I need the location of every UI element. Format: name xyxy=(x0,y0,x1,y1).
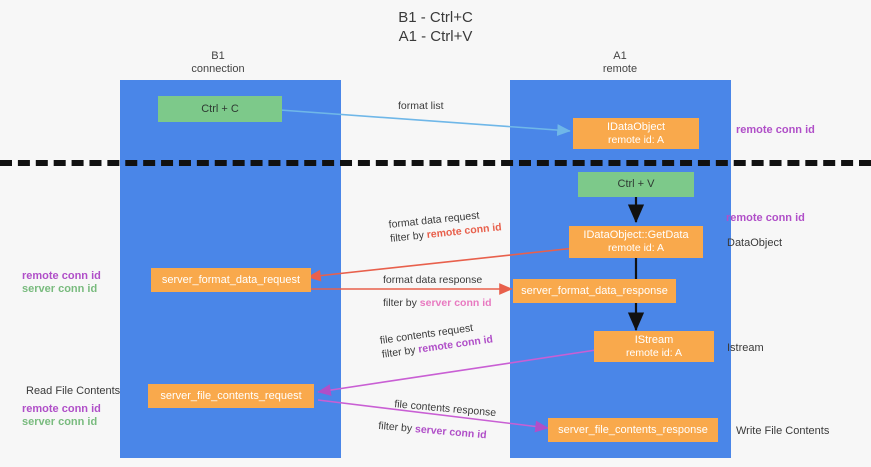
label-fcres-key: server conn id xyxy=(414,423,488,442)
box-ctrl-c[interactable]: Ctrl + C xyxy=(158,96,282,122)
box-server-format-data-request-label: server_format_data_request xyxy=(161,273,301,286)
label-fdr-prefix: filter by xyxy=(389,229,428,245)
lane-a1-name: A1 xyxy=(613,50,627,62)
box-getdata[interactable]: IDataObject::GetData remote id: A xyxy=(569,226,703,258)
label-fcr-prefix: filter by xyxy=(381,343,420,361)
box-server-file-contents-response[interactable]: server_file_contents_response xyxy=(548,418,718,442)
box-server-file-contents-response-label: server_file_contents_response xyxy=(558,423,708,436)
label-format-data-response-line2: filter by server conn id xyxy=(383,296,492,310)
label-file-contents-response-line2: filter by server conn id xyxy=(378,419,495,443)
label-file-contents-response: file contents response filter by server … xyxy=(378,396,497,443)
note-left-server-conn: server conn id xyxy=(22,283,98,295)
label-format-data-request: format data request filter by remote con… xyxy=(388,206,502,246)
note-left-server-conn-2: server conn id xyxy=(22,416,98,428)
lane-header-b1: B1 connection xyxy=(148,50,288,76)
box-server-file-contents-request[interactable]: server_file_contents_request xyxy=(148,384,314,408)
lane-header-a1: A1 remote xyxy=(550,50,690,76)
note-left-read-file-contents: Read File Contents xyxy=(26,385,121,397)
note-right-remote-conn-top: remote conn id xyxy=(736,124,815,136)
label-fdres-key: server conn id xyxy=(419,297,492,309)
box-ctrl-c-label: Ctrl + C xyxy=(201,102,239,115)
note-left-remote-conn: remote conn id xyxy=(22,270,101,282)
box-ctrl-v[interactable]: Ctrl + V xyxy=(578,172,694,197)
lane-b1-name: B1 xyxy=(211,50,225,62)
lane-a1-sub: remote xyxy=(602,63,638,75)
label-format-data-response-line1: format data response xyxy=(383,274,483,286)
label-file-contents-request: file contents request filter by remote c… xyxy=(379,318,494,361)
box-istream[interactable]: IStream remote id: A xyxy=(594,331,714,362)
box-istream-line1: IStream xyxy=(634,333,674,346)
page-title: B1 - Ctrl+C A1 - Ctrl+V xyxy=(0,8,871,46)
phase-divider xyxy=(0,160,871,166)
label-file-contents-response-line1: file contents response xyxy=(393,398,497,420)
box-server-file-contents-request-label: server_file_contents_request xyxy=(160,389,302,402)
box-idataobject-line2: remote id: A xyxy=(607,133,665,146)
label-format-data-response: format data response filter by server co… xyxy=(383,273,492,310)
box-server-format-data-response[interactable]: server_format_data_response xyxy=(513,279,676,303)
box-getdata-line2: remote id: A xyxy=(607,242,665,254)
note-right-write-file-contents: Write File Contents xyxy=(736,425,830,437)
note-left-remote-conn-2: remote conn id xyxy=(22,403,101,415)
note-right-istream: Istream xyxy=(727,342,764,354)
lane-b1-sub: connection xyxy=(191,63,245,75)
title-line-1: B1 - Ctrl+C xyxy=(398,9,473,26)
note-right-dataobject: DataObject xyxy=(727,237,783,249)
title-line-2: A1 - Ctrl+V xyxy=(398,28,473,45)
label-fdres-prefix: filter by xyxy=(383,297,420,309)
box-idataobject-line1: IDataObject xyxy=(606,120,666,133)
label-fcres-prefix: filter by xyxy=(377,419,416,436)
label-format-list: format list xyxy=(398,100,444,112)
box-idataobject[interactable]: IDataObject remote id: A xyxy=(573,118,699,149)
note-right-remote-conn-mid: remote conn id xyxy=(726,212,805,224)
box-server-format-data-request[interactable]: server_format_data_request xyxy=(151,268,311,292)
box-server-format-data-response-label: server_format_data_response xyxy=(521,284,668,297)
box-istream-line2: remote id: A xyxy=(625,346,683,359)
box-ctrl-v-label: Ctrl + V xyxy=(617,178,655,190)
box-getdata-line1: IDataObject::GetData xyxy=(583,229,689,241)
